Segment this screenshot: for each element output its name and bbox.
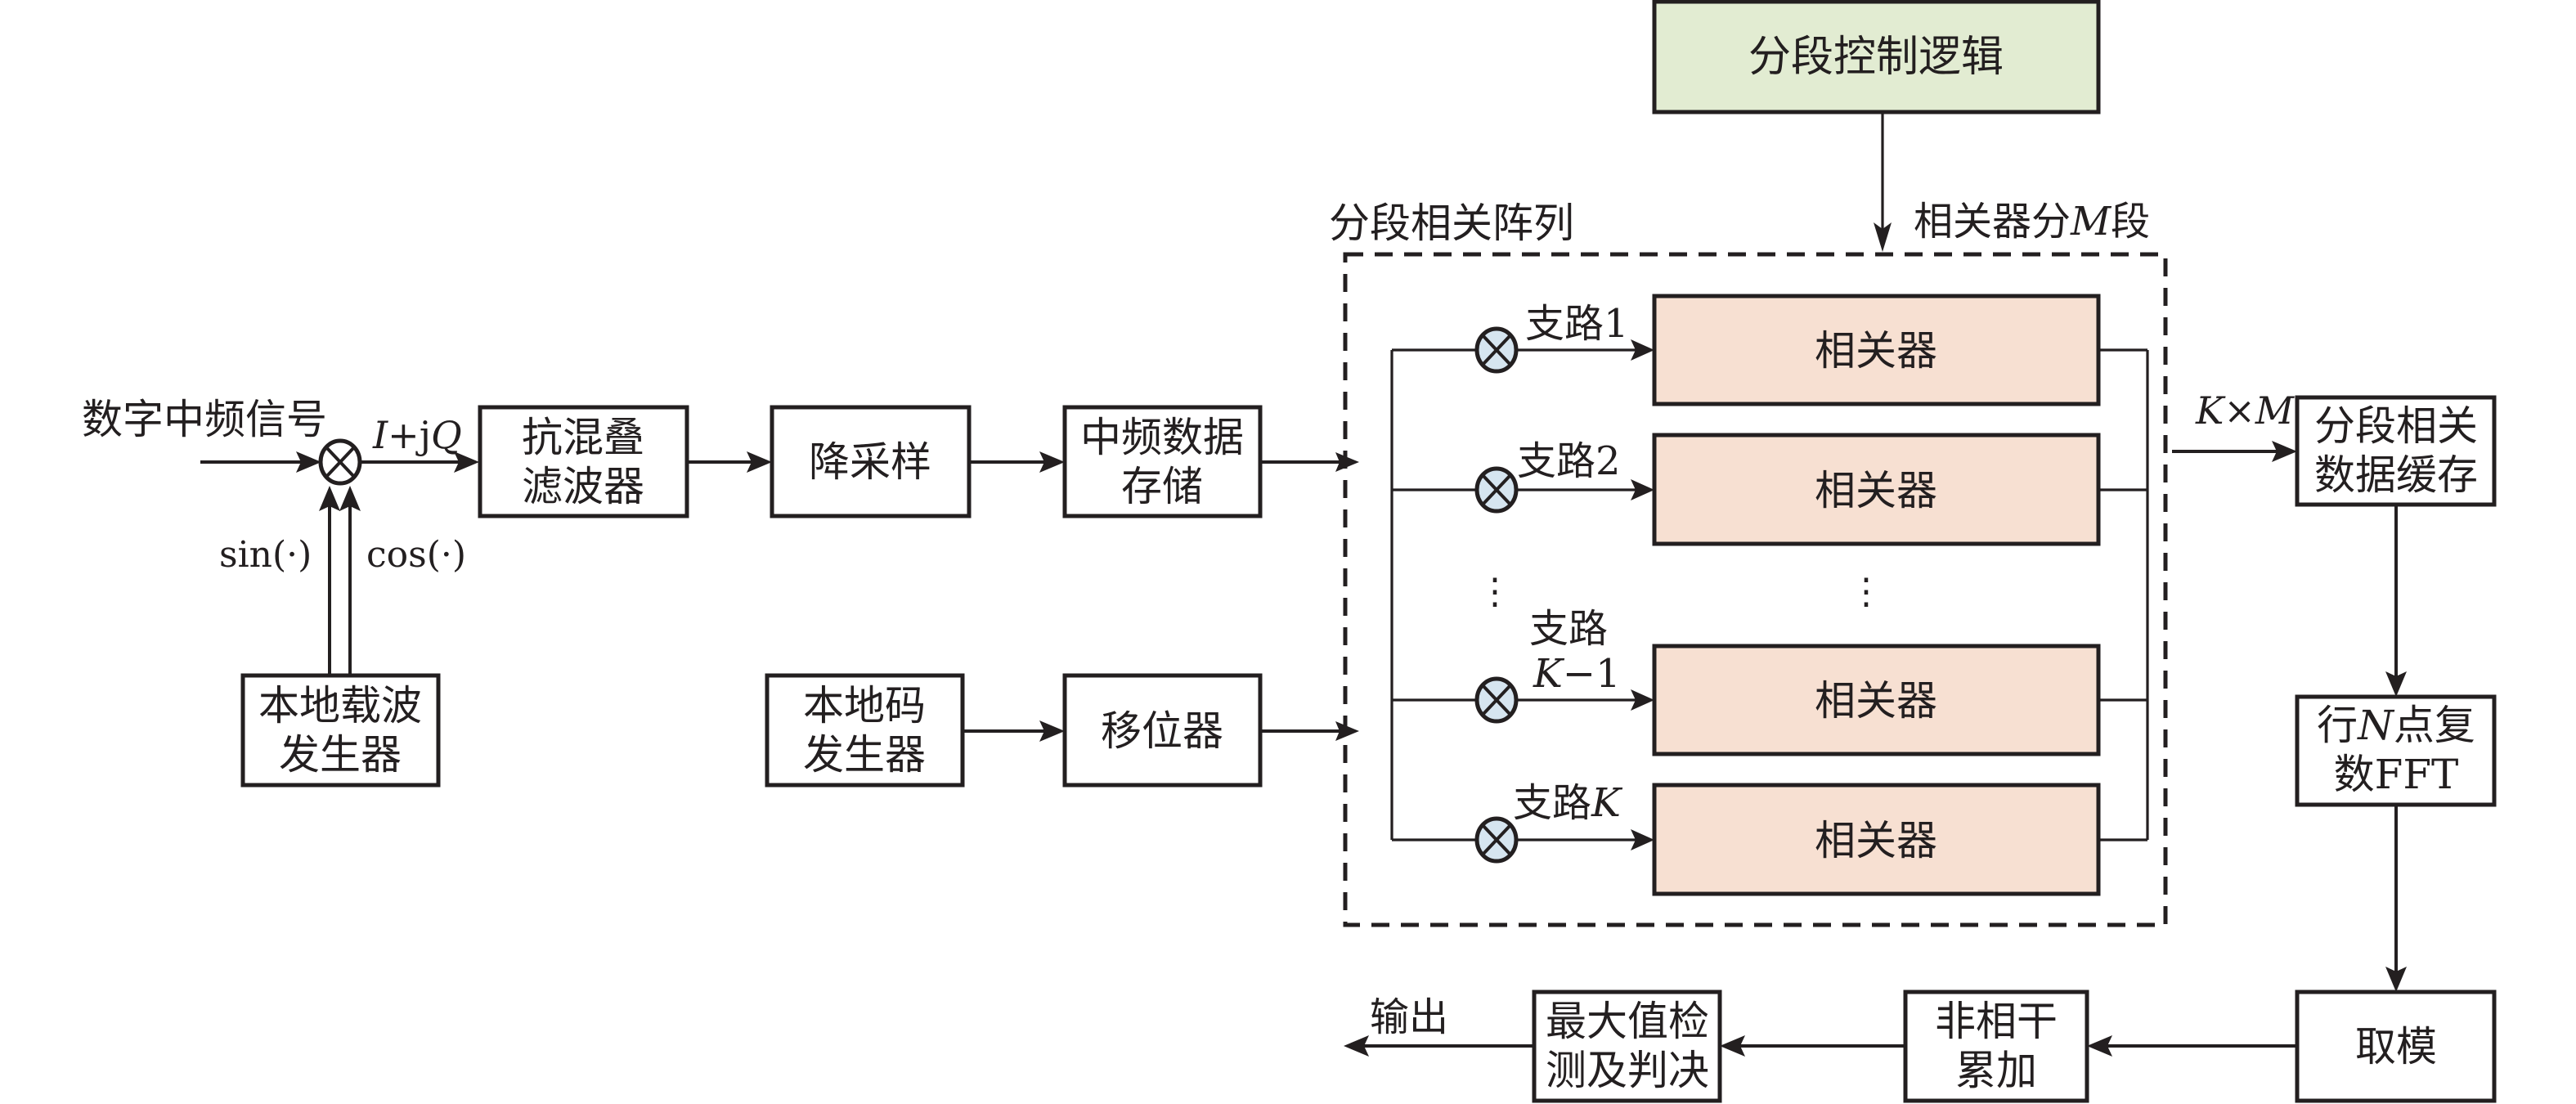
- svg-text:抗混叠: 抗混叠: [522, 414, 644, 461]
- svg-text:本地码: 本地码: [803, 682, 926, 729]
- modulus-block: 取模: [2295, 990, 2497, 1103]
- svg-text:相关器: 相关器: [1815, 467, 1937, 514]
- branch-label-line1: 支路: [1529, 606, 1608, 652]
- svg-text:分段相关: 分段相关: [2314, 402, 2478, 450]
- shifter-block: 移位器: [1062, 673, 1263, 788]
- code-generator-block: 本地码 发生器: [765, 673, 965, 788]
- sin-label: sin(·): [219, 534, 312, 576]
- svg-text:滤波器: 滤波器: [522, 463, 644, 510]
- svg-text:存储: 存储: [1121, 463, 1203, 510]
- segment-control-logic-block: 分段控制逻辑: [1652, 0, 2101, 114]
- input-arrowhead: [296, 451, 321, 473]
- svg-text:累加: 累加: [1955, 1047, 2037, 1094]
- array-title: 分段相关阵列: [1329, 200, 1574, 247]
- correlator-block: [1652, 294, 2101, 406]
- if-data-storage-block: 中频数据 存储: [1062, 405, 1263, 518]
- branch-label: 支路K: [1513, 780, 1623, 826]
- svg-text:中频数据: 中频数据: [1080, 414, 1244, 461]
- arrowhead: [1344, 1035, 1369, 1057]
- svg-text:降采样: 降采样: [809, 438, 931, 486]
- iq-mixer: [318, 438, 362, 486]
- arrowhead: [1039, 720, 1065, 742]
- branch-ellipsis: ⋮: [1477, 571, 1513, 613]
- svg-text:本地载波: 本地载波: [258, 682, 422, 729]
- arrowhead: [2385, 967, 2407, 992]
- km-label: K×M: [2195, 388, 2296, 433]
- svg-text:测及判决: 测及判决: [1546, 1047, 1709, 1094]
- arrowhead: [339, 486, 361, 511]
- svg-text:发生器: 发生器: [803, 731, 926, 779]
- arrowhead: [1874, 222, 1892, 252]
- arrowhead: [2272, 441, 2297, 462]
- correlator-ellipsis: ⋮: [1848, 571, 1884, 613]
- correlator-block: [1652, 433, 2101, 546]
- arrowhead: [1039, 451, 1065, 473]
- segment-buffer-block: 分段相关 数据缓存: [2295, 395, 2497, 507]
- arrowhead: [454, 451, 479, 473]
- fft-block: 行N点复 数FFT: [2295, 694, 2497, 807]
- svg-text:行N点复: 行N点复: [2317, 702, 2475, 749]
- svg-text:取模: 取模: [2355, 1023, 2437, 1070]
- branch-label-line2: K−1: [1533, 651, 1621, 697]
- arrowhead: [2385, 671, 2407, 697]
- svg-text:相关器: 相关器: [1815, 817, 1937, 864]
- input-signal-label: 数字中频信号: [82, 396, 327, 443]
- downsample-block: 降采样: [770, 405, 972, 518]
- branch-k-minus-1: 支路 K−1 相关器: [1392, 606, 2147, 756]
- svg-text:相关器: 相关器: [1815, 327, 1937, 375]
- branch-label: 支路1: [1525, 301, 1629, 347]
- svg-text:数FFT: 数FFT: [2334, 751, 2459, 798]
- svg-text:非相干: 非相干: [1935, 998, 2058, 1045]
- segment-count-label: 相关器分M段: [1914, 199, 2150, 245]
- cos-label: cos(·): [366, 534, 466, 576]
- svg-text:最大值检: 最大值检: [1546, 998, 1709, 1045]
- branch-1: 支路1 相关器: [1392, 294, 2147, 406]
- arrowhead: [1720, 1035, 1745, 1057]
- branch-2: 支路2 相关器: [1392, 433, 2147, 546]
- max-detection-decision-block: 最大值检 测及判决: [1532, 990, 1722, 1103]
- arrowhead: [2087, 1035, 2112, 1057]
- svg-text:移位器: 移位器: [1101, 707, 1223, 755]
- arrowhead: [747, 451, 772, 473]
- anti-alias-filter-block: 抗混叠 滤波器: [478, 405, 689, 518]
- branch-k: 支路K 相关器: [1392, 780, 2147, 896]
- correlator-block: [1652, 644, 2101, 756]
- svg-text:相关器: 相关器: [1815, 677, 1937, 725]
- iq-label: I+jQ: [372, 413, 462, 457]
- carrier-generator-block: 本地载波 发生器: [240, 673, 441, 788]
- svg-text:发生器: 发生器: [279, 731, 402, 779]
- branch-label: 支路2: [1517, 438, 1621, 484]
- svg-text:分段控制逻辑: 分段控制逻辑: [1748, 33, 2004, 82]
- output-label: 输出: [1370, 994, 1448, 1040]
- svg-text:数据缓存: 数据缓存: [2314, 451, 2478, 499]
- segmented-correlation-array-frame: [1343, 252, 2168, 927]
- arrowhead: [319, 486, 340, 511]
- noncoherent-accumulation-block: 非相干 累加: [1903, 990, 2089, 1103]
